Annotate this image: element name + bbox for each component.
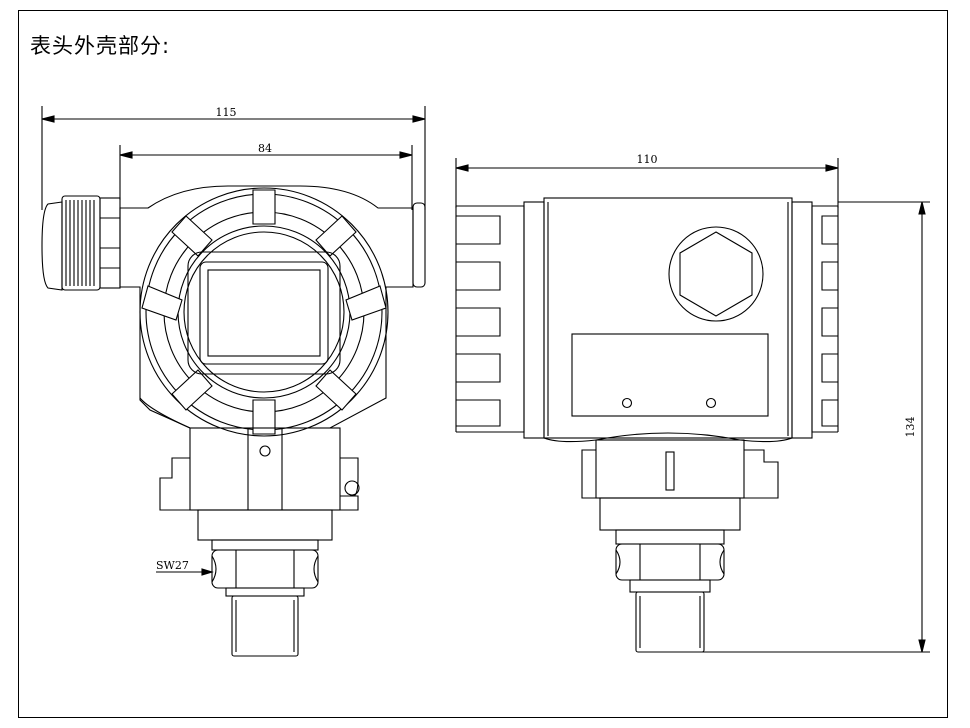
side-housing: [543, 197, 793, 443]
dimension-label-84: 84: [258, 142, 272, 155]
blind-plug: [412, 202, 426, 288]
drawing-frame: [18, 10, 948, 718]
side-hex-nut: [615, 543, 725, 593]
sw27-leader: SW27: [156, 559, 214, 576]
neck: [159, 427, 360, 551]
dimension-label-110: 110: [637, 153, 658, 166]
side-thread-fitting: [635, 591, 705, 653]
hex-nut: [211, 549, 319, 597]
wrench-size-label: SW27: [156, 559, 189, 572]
dimension-label-115: 115: [216, 106, 237, 119]
front-view: 115 84: [41, 106, 426, 657]
dimension-84: 84: [119, 142, 413, 210]
page-title: 表头外壳部分:: [30, 34, 171, 58]
side-view: 110 134: [455, 153, 930, 653]
housing-body: [119, 185, 414, 429]
left-cooling-fins: [455, 201, 545, 439]
dimension-110: 110: [455, 153, 839, 208]
thread-fitting: [231, 595, 299, 657]
right-cooling-fins: [791, 201, 839, 439]
cable-gland: [41, 195, 121, 291]
side-neck: [581, 439, 779, 545]
dimension-134: 134: [700, 201, 930, 653]
front-cover: [139, 187, 389, 437]
dimension-115: 115: [41, 106, 426, 210]
dimension-label-134: 134: [904, 417, 917, 438]
